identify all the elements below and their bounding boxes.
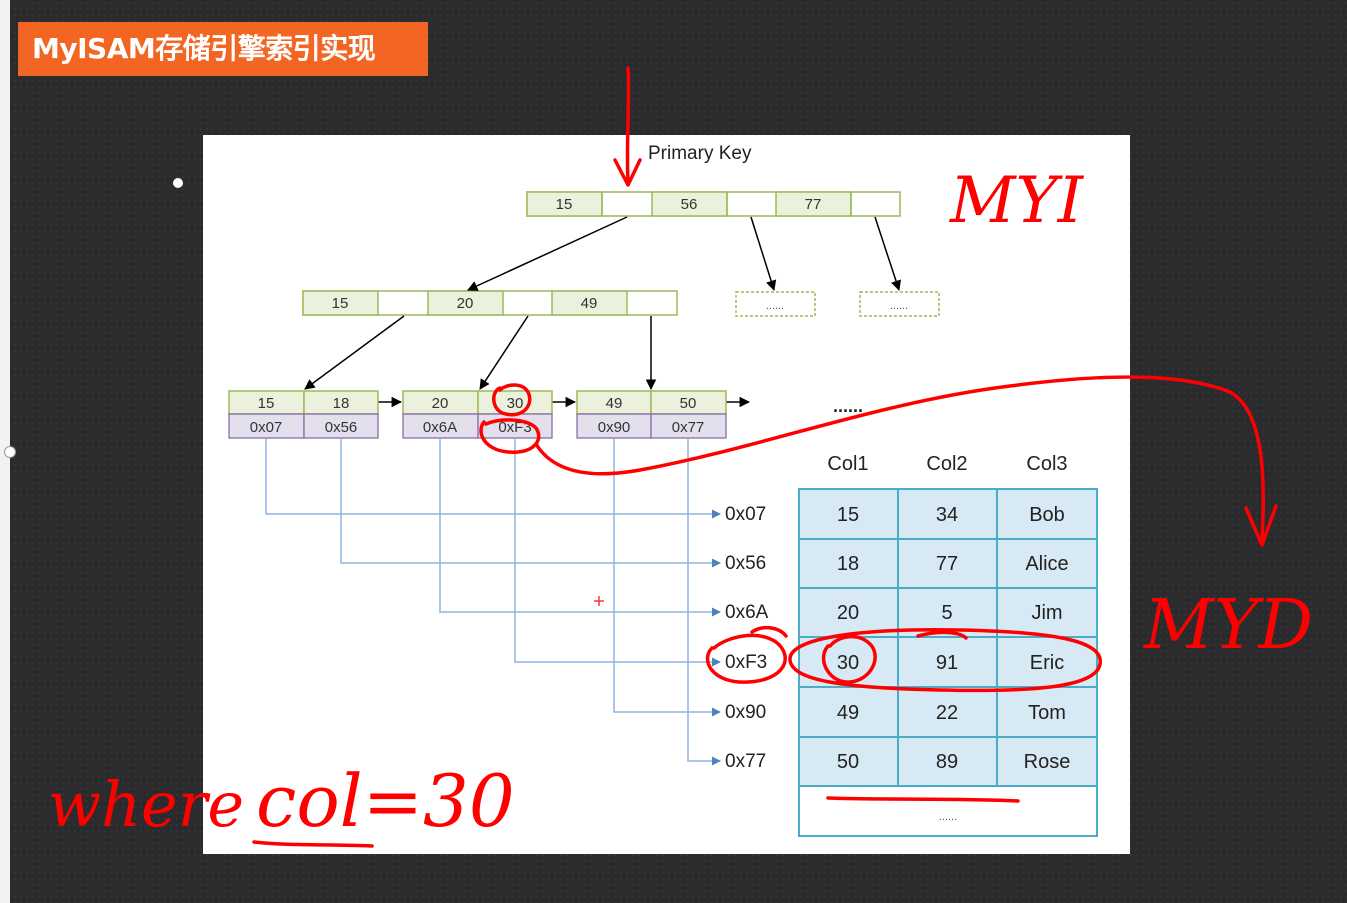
table-header: Col2	[926, 453, 967, 475]
ellipsis-node: ......	[859, 291, 940, 317]
bullet-dot	[173, 178, 183, 188]
leaf-more-ellipsis: ......	[833, 396, 863, 416]
leaf-key: 30	[507, 395, 524, 412]
leaf-address: 0x07	[250, 419, 283, 436]
leaf-address: 0x90	[598, 419, 631, 436]
leaf-node: 15 18 0x07 0x56	[228, 390, 379, 439]
row-address: 0x56	[725, 553, 766, 574]
leaf-key: 49	[606, 395, 623, 412]
myi-annotation: MYI	[949, 164, 1085, 238]
table-cell: 50	[837, 751, 859, 773]
ellipsis-text: ......	[890, 300, 908, 312]
table-cell: 91	[936, 652, 958, 674]
table-cell: 77	[936, 553, 958, 575]
row-address: 0x77	[725, 751, 766, 772]
row-address: 0x6A	[725, 602, 769, 623]
cursor-cross-icon	[594, 596, 604, 606]
table-cell: Rose	[1024, 751, 1071, 773]
internal-key: 20	[457, 295, 474, 312]
root-key: 77	[805, 196, 822, 213]
leaf-key: 50	[680, 395, 697, 412]
resize-handle[interactable]	[4, 446, 16, 458]
table-cell: 89	[936, 751, 958, 773]
table-more-ellipsis: ......	[939, 811, 957, 823]
pointer-lines	[265, 439, 721, 766]
table-cell: 20	[837, 602, 859, 624]
red-ink-annotations	[479, 66, 1278, 803]
where-annotation: where	[48, 768, 244, 841]
row-address: 0x90	[725, 702, 766, 723]
table-cell: 49	[837, 702, 859, 724]
leaf-address: 0x6A	[423, 419, 457, 436]
leaf-address: 0x56	[325, 419, 358, 436]
condition-annotation: col=30	[256, 759, 515, 843]
ellipsis-text: ......	[766, 300, 784, 312]
row-address: 0x07	[725, 504, 766, 525]
root-key: 15	[556, 196, 573, 213]
internal-key: 15	[332, 295, 349, 312]
handwritten-text: MYI MYD where col=30	[48, 164, 1313, 843]
slide-title: MyISAM存储引擎索引实现	[18, 22, 428, 76]
table-header: Col1	[827, 453, 868, 475]
leaf-node: 49 50 0x90 0x77	[576, 390, 727, 439]
myd-annotation: MYD	[1142, 586, 1313, 665]
leaf-key: 18	[333, 395, 350, 412]
table-cell: Alice	[1025, 553, 1068, 575]
table-cell: Jim	[1031, 602, 1062, 624]
table-cell: 15	[837, 504, 859, 526]
root-node: 15 56 77	[526, 191, 901, 217]
leaf-key: 20	[432, 395, 449, 412]
table-cell: 34	[936, 504, 958, 526]
row-address: 0xF3	[725, 652, 767, 673]
table-cell: 5	[941, 602, 952, 624]
row-addresses: 0x07 0x56 0x6A 0xF3 0x90 0x77	[725, 504, 769, 772]
root-key: 56	[681, 196, 698, 213]
table-cell: 18	[837, 553, 859, 575]
tree-arrows	[304, 216, 902, 408]
internal-node: 15 20 49	[302, 290, 678, 316]
table-cell: 30	[837, 652, 859, 674]
condition-underline	[252, 840, 374, 848]
ellipsis-node: ......	[735, 291, 816, 317]
internal-key: 49	[581, 295, 598, 312]
table-cell: 22	[936, 702, 958, 724]
leaf-node: 20 30 0x6A 0xF3	[402, 390, 553, 439]
table-cell: Bob	[1029, 504, 1065, 526]
table-cell: Tom	[1028, 702, 1066, 724]
table-header: Col3	[1026, 453, 1067, 475]
table-cell: Eric	[1030, 652, 1064, 674]
leaf-key: 15	[258, 395, 275, 412]
primary-key-label: Primary Key	[648, 143, 752, 164]
data-table: Col1 Col2 Col3 15 34 Bob 18 77 Alice 20 …	[798, 453, 1098, 837]
leaf-address: 0x77	[672, 419, 705, 436]
